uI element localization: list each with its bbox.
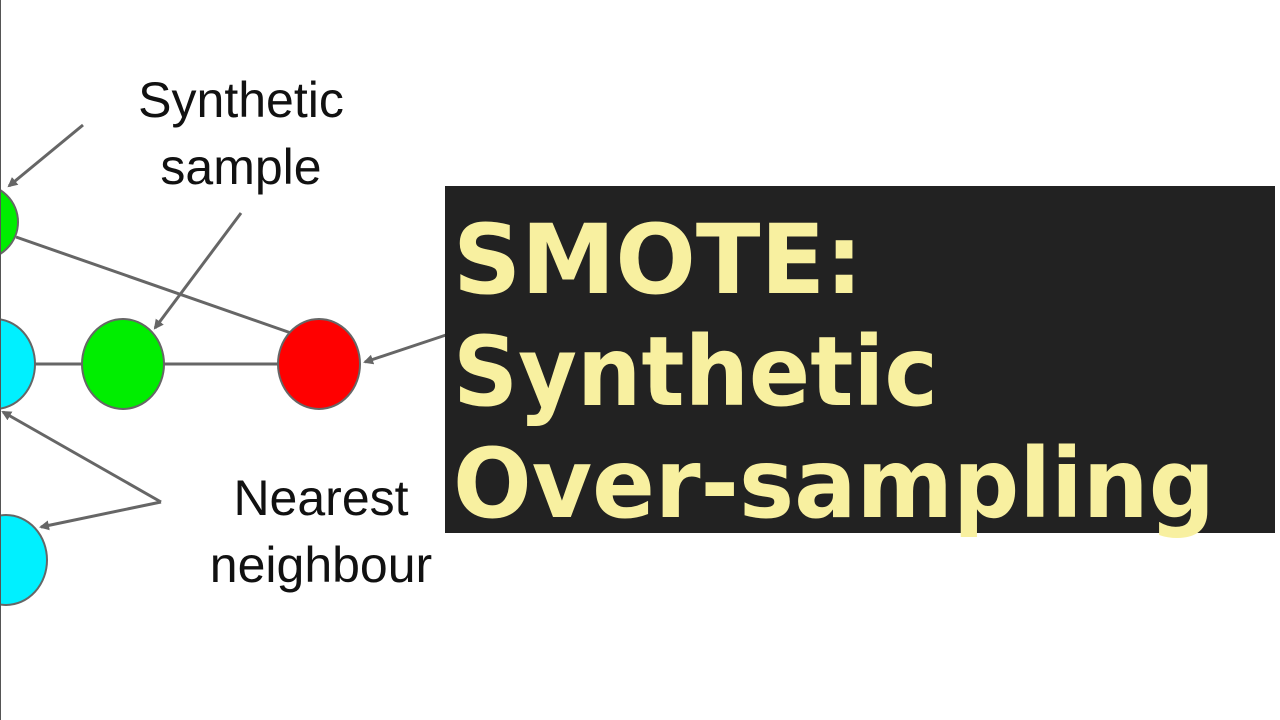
title-box [445,186,1275,533]
label-synthetic-line1: Synthetic [138,72,344,128]
arrow-neighbour-middle [1,410,162,504]
neighbour-point-middle [1,318,36,410]
arrow-synthetic-middle [153,212,243,330]
title-line2: Synthetic [453,316,938,428]
title-line3: Over-sampling [453,428,1215,540]
synthetic-point-middle [81,318,165,410]
arrow-synthetic-top [7,123,84,188]
neighbour-point-bottom [1,514,48,606]
synthetic-point-top [1,189,19,255]
label-nearest-line1: Nearest [233,470,408,526]
title-line1: SMOTE: [453,204,863,316]
arrow-to-red [363,333,447,365]
edge-green-to-red [15,235,292,335]
label-synthetic-line2: sample [160,139,321,195]
minority-point-red [277,318,361,410]
arrow-neighbour-bottom [39,500,162,531]
label-nearest-line2: neighbour [210,537,432,593]
